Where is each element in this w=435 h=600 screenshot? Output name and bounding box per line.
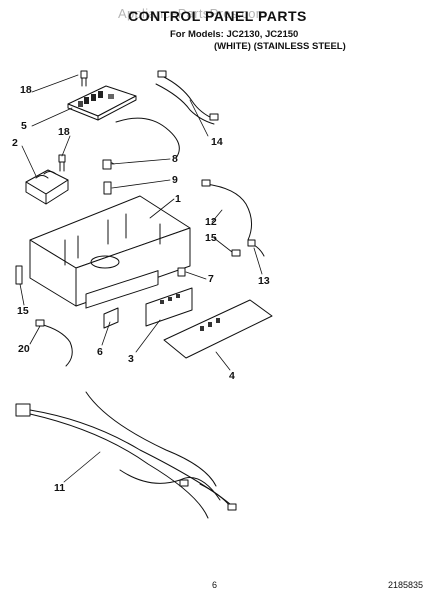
callout-14: 14 (211, 136, 223, 148)
models-line-2: (WHITE) (STAINLESS STEEL) (214, 41, 346, 52)
callout-20: 20 (18, 343, 30, 355)
callout-18-top: 18 (20, 84, 32, 96)
connector-part-8 (102, 159, 115, 170)
connector-part-13 (247, 239, 265, 257)
callout-1: 1 (175, 193, 181, 205)
page-title: CONTROL PANEL PARTS (128, 8, 307, 24)
callout-4: 4 (229, 370, 235, 382)
callout-15-left: 15 (17, 305, 29, 317)
leader-lines (19, 74, 263, 483)
control-housing-part-1 (29, 195, 191, 309)
transformer-part-2 (25, 169, 69, 205)
control-board-part-5 (67, 85, 137, 121)
callout-2: 2 (12, 137, 18, 149)
knob-part-7 (177, 267, 186, 277)
screw-part-18-mid (58, 154, 66, 172)
main-harness-part-11 (15, 391, 237, 519)
bracket-part-6 (103, 307, 119, 329)
callout-12: 12 (205, 216, 217, 228)
callout-9: 9 (172, 174, 178, 186)
sensor-wire-part-12 (201, 179, 252, 241)
callout-6: 6 (97, 346, 103, 358)
callout-8: 8 (172, 153, 178, 165)
document-number: 2185835 (388, 580, 424, 590)
watermark: AppliancePartsPros.com (118, 6, 267, 21)
page-number: 6 (212, 580, 218, 590)
callout-7: 7 (208, 273, 214, 285)
callout-5: 5 (21, 120, 27, 132)
models-line-1: For Models: JC2130, JC2150 (170, 29, 299, 40)
callout-18-mid: 18 (58, 126, 70, 138)
control-panel-part-4 (163, 299, 273, 359)
sensor-part-20 (35, 319, 73, 367)
screw-part-15-left (15, 265, 23, 285)
callout-3: 3 (128, 353, 134, 365)
callout-13: 13 (258, 275, 270, 287)
screw-part-18-top (80, 70, 88, 87)
standoff-part-9 (103, 181, 112, 195)
wire-harness-part-14 (115, 70, 219, 159)
keypad-part-3 (145, 287, 193, 327)
callout-15-right: 15 (205, 232, 217, 244)
callout-11: 11 (54, 482, 66, 494)
screw-part-15-right (231, 249, 241, 257)
